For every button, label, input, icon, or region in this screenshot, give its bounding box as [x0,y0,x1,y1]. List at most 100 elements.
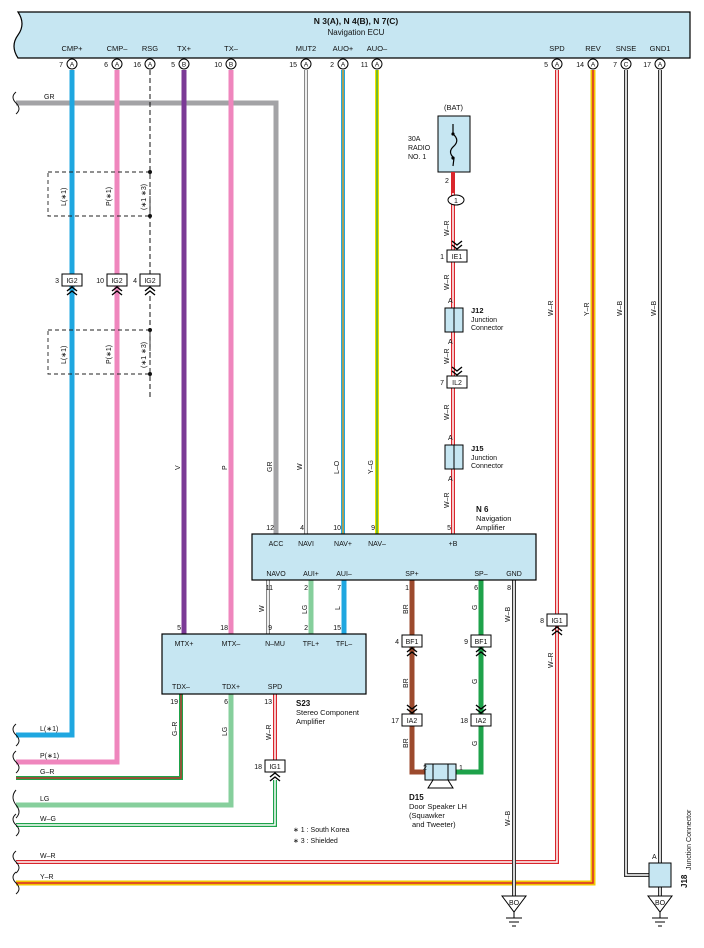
wire-lg-tdx [16,694,234,808]
label-yr: Y–R [584,302,591,316]
label-g-3: G [472,741,479,746]
ground-1-label: BO [509,900,520,907]
j12-pin-bottom: A [448,339,453,346]
inline-connector-name: IL2 [452,380,462,387]
stereo-pin-number: 6 [224,699,228,706]
ecu-pin-circle [371,58,383,70]
left-break-marks [12,91,20,895]
label-lo: L–O [334,460,341,474]
shield-labels: L(∗1) P(∗1) (∗1 ∗3) L(∗1) P(∗1) (∗1 ∗3) [61,184,148,368]
ecu-pin-number: 10 [214,62,222,69]
label-p: P [222,465,229,470]
label-v: V [175,465,182,470]
j12-pin-top: A [448,298,453,305]
wire-br [409,580,425,775]
ecu-title: N 3(A), N 4(B), N 7(C) [314,16,399,26]
label-wb-gnd1: W–B [651,301,658,317]
speaker-name2: (Squawker [409,811,445,820]
ecu-pin-label: RSG [142,44,158,53]
junction-j18: A J18 Junction Connector [648,809,693,888]
ground-nav-amp: BO [501,895,527,927]
wire-gr [16,100,279,534]
ecu-pin-connector: B [182,62,186,69]
label-wg-bottom: W–G [40,816,56,823]
fuse-number: NO. 1 [408,154,426,161]
connector-chevron-icon [66,286,78,296]
label-wr-2: W–R [444,274,451,290]
ecu-pin-number: 7 [613,62,617,69]
j15-name: Junction [471,455,497,462]
nav-amp-pin-label: NAV– [368,541,386,548]
wire-yr-stripe [16,70,594,884]
ecu-pin-circle [178,58,190,70]
wire-wb-snse-stripe [625,70,649,876]
ecu-pin-label: REV [585,44,600,53]
nav-amp-pin-label: SP– [474,571,487,578]
ecu-subtitle: Navigation ECU [328,28,385,37]
ecu-pin-circle [654,58,666,70]
wire-l [16,70,75,738]
label-wr-1: W–R [444,220,451,236]
label-gr-vert: GR [267,462,274,473]
stereo-pin-number: 15 [333,625,341,632]
ecu-pin-circle [620,58,632,70]
ground-1-icon [506,912,522,927]
inline-connector-pin: 10 [96,278,104,285]
label-gr2-bottom: G–R [40,769,54,776]
ecu-pin-circle [300,58,312,70]
nav-amp-pin-number: 10 [333,525,341,532]
ecu-pin-circle [551,58,563,70]
label-wr-spd: W–R [548,300,555,316]
wire-wg-stripe [16,780,276,826]
connector-chevron-icon [475,704,487,714]
shield-boxes [47,171,151,375]
shield-p-label-2: P(∗1) [106,345,113,364]
connector-chevron-icon [144,286,156,296]
label-lg-aui: LG [302,605,309,614]
nav-amp-pin-label: GND [506,571,522,578]
ecu-pin-connector: A [304,62,309,69]
wire-gr2-stripe [16,694,182,779]
inline-connector-pin: 17 [391,718,399,725]
shield-s13-label-2: (∗1 ∗3) [141,342,148,368]
inline-connector-pin: 4 [133,278,137,285]
nav-amp-pin-number: 9 [371,525,375,532]
battery-label: (BAT) [444,103,464,112]
label-br-2: BR [403,678,410,688]
nav-amp-name2: Amplifier [476,523,506,532]
battery-fuse: (BAT) 30A RADIO NO. 1 2 1 [408,103,471,206]
nav-amp-pin-number: 11 [266,585,273,592]
ecu-pin-label: MUT2 [296,44,316,53]
speaker-pin-a: 2 [423,765,427,772]
nav-amp-pin-label: AUI+ [303,571,319,578]
nav-amp-pin-label: SP+ [405,571,418,578]
ecu-pin-label: SPD [549,44,565,53]
inline-connector-name: IG2 [144,278,155,285]
ecu-pin-number: 11 [361,62,368,69]
label-p-s1-bottom: P(∗1) [40,753,59,760]
j12-name2: Connector [471,325,504,332]
nav-amp-pin-number: 8 [507,585,511,592]
inline-connector-name: IG2 [66,278,77,285]
inline-connector-name: BF1 [406,639,419,646]
ecu-pin-connector: A [115,62,120,69]
label-g-2: G [472,679,479,684]
wire-wr-spd-stripe [16,70,558,863]
ecu-pin-circle [111,58,123,70]
ecu-pin-connector: B [229,62,233,69]
inline-connector-name: BF1 [475,639,488,646]
ecu-pin-label: AUO– [367,44,388,53]
stereo-pin-label: TFL– [336,641,352,648]
ecu-pin-connector: A [341,62,346,69]
inline-connector-pin: 9 [464,639,468,646]
label-wr-spd-2: W–R [548,652,555,668]
